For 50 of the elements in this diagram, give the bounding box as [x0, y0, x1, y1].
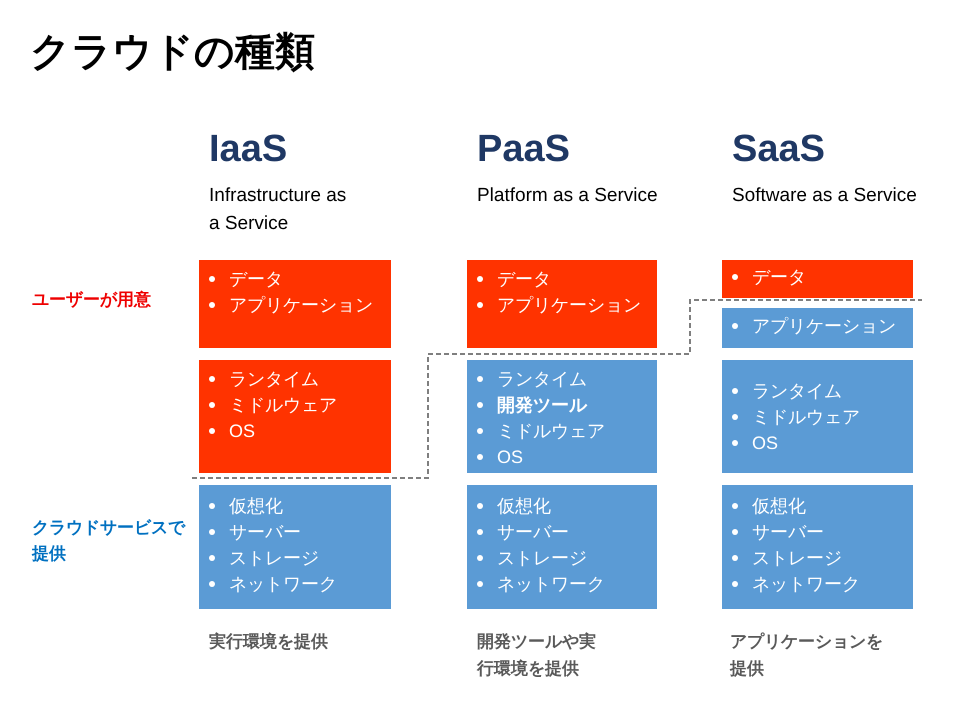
service-description: Infrastructure as a Service	[209, 184, 348, 236]
layer-box	[722, 485, 913, 609]
column-note: 開発ツールや実行環境を提供	[477, 631, 597, 680]
service-description: Platform as a Service	[477, 184, 659, 208]
row-label: クラウドサービスで提供	[32, 517, 187, 565]
bullet-item: OS	[497, 446, 524, 469]
bullet-item: 仮想化	[229, 495, 283, 518]
bullet-item: 仮想化	[497, 495, 551, 518]
bullet-item: データ	[497, 268, 551, 291]
bullet-item: データ	[752, 266, 806, 289]
column-note: 実行環境を提供	[209, 631, 329, 653]
bullet-item: データ	[229, 268, 283, 291]
bullet-item: サーバー	[752, 521, 824, 544]
service-name: IaaS	[209, 128, 288, 171]
layer-box	[199, 260, 391, 348]
bullet-item: サーバー	[229, 521, 301, 544]
layer-box	[722, 260, 913, 298]
bullet-item: アプリケーション	[752, 315, 896, 338]
bullet-item: アプリケーション	[497, 294, 641, 317]
bullet-item: 仮想化	[752, 495, 806, 518]
bullet-item: ストレージ	[229, 547, 319, 570]
layer-box	[467, 485, 657, 609]
layer-box	[722, 360, 913, 473]
layer-box	[467, 260, 657, 348]
column-note: アプリケーションを提供	[730, 631, 884, 680]
bullet-item: ランタイム	[752, 380, 842, 403]
bullet-item: OS	[752, 432, 778, 455]
bullet-item: ネットワーク	[497, 573, 605, 596]
layer-box	[467, 360, 657, 473]
title: クラウドの種類	[30, 29, 315, 76]
row-label: ユーザーが用意	[32, 289, 151, 311]
bullet-item: ランタイム	[497, 368, 587, 391]
service-name: PaaS	[477, 128, 570, 171]
bullet-item: 開発ツール	[497, 394, 587, 417]
layer-box	[199, 360, 391, 473]
bullet-item: ランタイム	[229, 368, 319, 391]
bullet-item: アプリケーション	[229, 294, 373, 317]
bullet-item: ストレージ	[752, 547, 842, 570]
bullet-item: ネットワーク	[229, 573, 337, 596]
bullet-item: OS	[229, 420, 256, 443]
bullet-item: ミドルウェア	[752, 406, 860, 429]
bullet-item: ミドルウェア	[229, 394, 337, 417]
bullet-item: ストレージ	[497, 547, 587, 570]
layer-box	[722, 308, 913, 348]
bullet-item: ネットワーク	[752, 573, 860, 596]
bullet-item: サーバー	[497, 521, 569, 544]
bullet-item: ミドルウェア	[497, 420, 605, 443]
layer-box	[199, 485, 391, 609]
service-description: Software as a Service	[732, 184, 918, 208]
service-name: SaaS	[732, 128, 825, 171]
